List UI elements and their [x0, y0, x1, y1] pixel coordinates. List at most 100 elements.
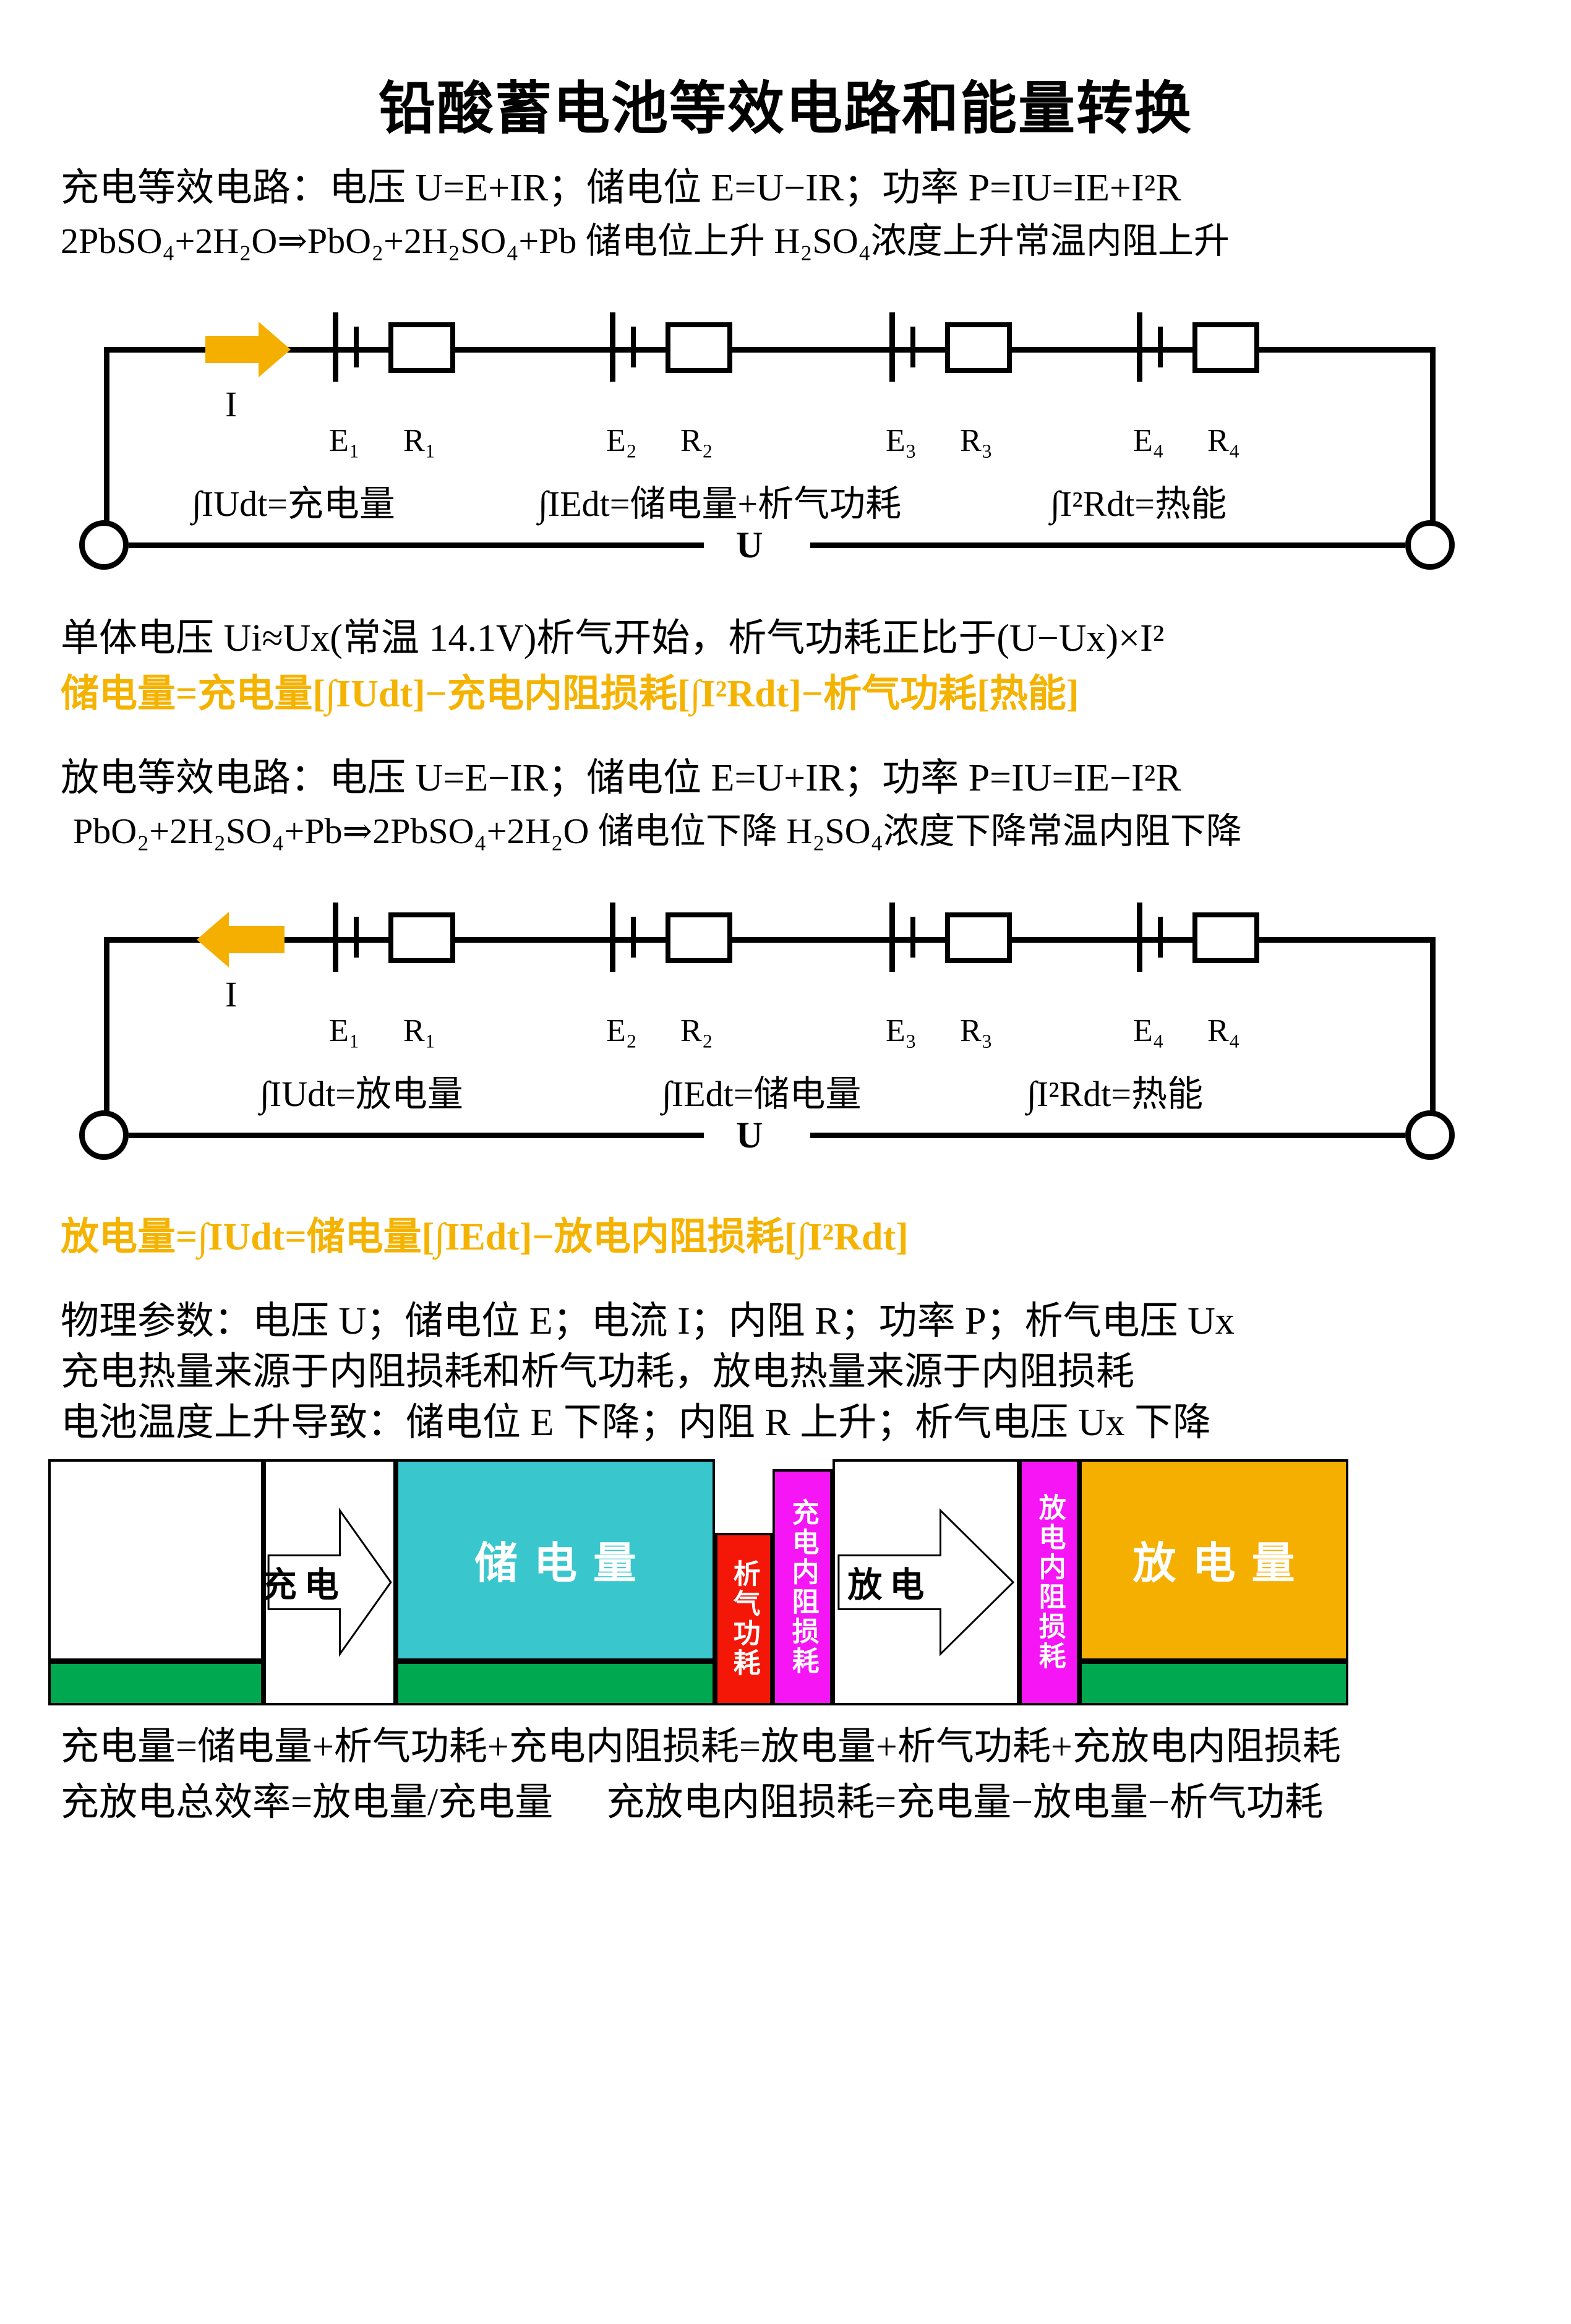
charge-circuit-diagram: U I E₁ R₁ E₂ R₂ E₃ R₃ [74, 294, 1497, 597]
resistance-label-3: R₃ [960, 422, 993, 458]
terminal-right [1405, 520, 1455, 570]
resistance-label-3: R₃ [960, 1013, 993, 1048]
flow-arrow-icon [266, 1507, 393, 1657]
chart-block-charge-arrow: 充电 [263, 1459, 396, 1705]
resistance-label-1: R₁ [403, 422, 436, 458]
chart-label-charge-ir-loss: 充电内阻损耗 [787, 1498, 818, 1676]
current-arrow-head [259, 321, 291, 377]
emf-label-4: E₄ [1133, 1013, 1164, 1048]
chart-column-discharge-arrow: 放电 [833, 1459, 1019, 1705]
resistance-label-4: R₄ [1207, 422, 1240, 458]
emf-label-2: E₂ [606, 1013, 637, 1048]
internal-resistance-loss-formula: 充放电内阻损耗=充电量−放电量−析气功耗 [606, 1781, 1324, 1824]
chart-column-discharge-amount: 放电量 [1079, 1459, 1348, 1705]
emf-label-3: E₃ [886, 1013, 917, 1048]
charge-integral-formula-2: ∫IEdt=储电量+析气功耗 [538, 483, 902, 524]
energy-flow-chart: 充电 储电量 析气功耗充电内阻损耗放电 放电内阻损耗放电量 [48, 1459, 1526, 1705]
voltage-label-u: U [722, 523, 777, 567]
chart-column-charge-ir-loss: 充电内阻损耗 [773, 1459, 833, 1705]
discharge-integral-formula-3: ∫I²Rdt=热能 [1027, 1073, 1204, 1114]
charge-formula-line: 充电等效电路：电压 U=E+IR；储电位 E=U−IR；功率 P=IU=IE+I… [61, 166, 1181, 209]
current-arrow-body [205, 335, 261, 363]
battery-long-bar [333, 312, 338, 382]
battery-long-bar [1137, 312, 1142, 382]
charge-integral-formula-1: ∫IUdt=充电量 [192, 483, 395, 524]
circuit-bottom-wire-left [129, 1132, 704, 1138]
discharge-integral-formula-2: ∫IEdt=储电量 [662, 1073, 862, 1114]
battery-long-bar [610, 902, 615, 972]
chart-label-charge-arrow: 充电 [263, 1566, 346, 1605]
charge-chemical-equation: 2PbSO₄+2H₂O⇒PbO₂+2H₂SO₄+Pb 储电位上升 H₂SO₄浓度… [61, 220, 1230, 261]
battery-short-bar [354, 326, 359, 367]
battery-long-bar [333, 902, 338, 972]
circuit-bottom-wire-left [129, 542, 704, 548]
current-label-i: I [225, 384, 238, 424]
resistor-symbol-3 [945, 322, 1012, 373]
emf-label-1: E₁ [329, 422, 360, 458]
circuit-left-wire [104, 346, 109, 526]
chart-block-discharge-amount: 放电量 [1079, 1459, 1348, 1661]
charge-integral-formula-3: ∫I²Rdt=热能 [1050, 483, 1227, 524]
chart-base-bar-stored-charge [396, 1660, 715, 1705]
resistance-label-2: R₂ [680, 422, 713, 458]
chart-label-gas-loss: 析气功耗 [729, 1559, 760, 1679]
battery-long-bar [1137, 902, 1142, 972]
resistor-symbol-1 [388, 322, 455, 373]
chart-base-bar-charge-amount [48, 1660, 263, 1705]
resistance-label-2: R₂ [680, 1013, 713, 1048]
emf-label-3: E₃ [886, 422, 917, 458]
voltage-label-u: U [722, 1113, 777, 1157]
discharge-chemical-equation: PbO₂+2H₂SO₄+Pb⇒2PbSO₄+2H₂O 储电位下降 H₂SO₄浓度… [73, 810, 1242, 851]
resistance-label-4: R₄ [1207, 1013, 1240, 1048]
chart-block-gas-loss: 析气功耗 [715, 1532, 773, 1705]
chart-column-charge-amount [48, 1459, 263, 1705]
flow-arrow-icon [835, 1507, 1017, 1657]
chart-block-stored-charge: 储电量 [396, 1459, 715, 1661]
battery-short-bar [631, 326, 636, 367]
discharge-formula-line: 放电等效电路：电压 U=E−IR；储电位 E=U+IR；功率 P=IU=IE−I… [61, 757, 1181, 799]
chart-column-discharge-ir-loss: 放电内阻损耗 [1019, 1459, 1079, 1705]
resistor-symbol-2 [666, 912, 732, 963]
battery-long-bar [889, 902, 895, 972]
circuit-top-wire [104, 937, 1435, 943]
temperature-effect-line: 电池温度上升导致：储电位 E 下降；内阻 R 上升；析气电压 Ux 下降 [61, 1401, 1212, 1444]
discharge-energy-balance-highlight: 放电量=∫IUdt=储电量[∫IEdt]−放电内阻损耗[∫I²Rdt] [61, 1216, 909, 1258]
emf-label-1: E₁ [329, 1013, 360, 1048]
battery-short-bar [1158, 916, 1163, 958]
emf-label-4: E₄ [1133, 422, 1164, 458]
emf-label-2: E₂ [606, 422, 637, 458]
terminal-left [79, 1110, 129, 1160]
circuit-left-wire [104, 937, 109, 1117]
chart-column-stored-charge: 储电量 [396, 1459, 715, 1705]
resistor-symbol-3 [945, 912, 1012, 963]
discharge-integral-formula-1: ∫IUdt=放电量 [260, 1073, 463, 1114]
resistor-symbol-2 [666, 322, 732, 373]
footer-efficiency-row: 充放电总效率=放电量/充电量 充放电内阻损耗=充电量−放电量−析气功耗 [0, 1780, 1571, 1825]
chart-column-charge-arrow: 充电 [263, 1459, 396, 1705]
chart-label-discharge-ir-loss: 放电内阻损耗 [1034, 1493, 1065, 1671]
resistor-symbol-4 [1192, 322, 1259, 373]
page-title: 铅酸蓄电池等效电路和能量转换 [378, 77, 1192, 140]
chart-block-discharge-ir-loss: 放电内阻损耗 [1019, 1459, 1079, 1705]
heat-source-line: 充电热量来源于内阻损耗和析气功耗，放电热量来源于内阻损耗 [61, 1350, 1135, 1393]
circuit-bottom-wire-right [810, 542, 1405, 548]
total-efficiency-formula: 充放电总效率=放电量/充电量 [61, 1781, 554, 1824]
circuit-bottom-wire-right [810, 1132, 1405, 1138]
terminal-right [1405, 1110, 1455, 1160]
chart-label-discharge-arrow: 放电 [847, 1566, 932, 1605]
current-arrow-body [229, 925, 285, 953]
current-label-i: I [225, 974, 238, 1014]
chart-block-charge-amount [48, 1459, 263, 1661]
battery-short-bar [631, 916, 636, 958]
current-arrow-head [197, 911, 229, 967]
chart-label-stored-charge: 储电量 [474, 1540, 653, 1589]
discharge-circuit-diagram: U I E₁ R₁ E₂ R₂ E₃ R₃ E₄ R₄ [74, 884, 1497, 1187]
chart-base-bar-discharge-amount [1079, 1660, 1348, 1705]
battery-short-bar [354, 916, 359, 958]
circuit-right-wire [1430, 937, 1436, 1117]
charge-energy-balance-highlight: 储电量=充电量[∫IUdt]−充电内阻损耗[∫I²Rdt]−析气功耗[热能] [61, 672, 1079, 715]
energy-balance-footer-line: 充电量=储电量+析气功耗+充电内阻损耗=放电量+析气功耗+充放电内阻损耗 [61, 1725, 1341, 1768]
battery-short-bar [1158, 326, 1163, 367]
battery-long-bar [889, 312, 895, 382]
circuit-right-wire [1430, 346, 1436, 526]
